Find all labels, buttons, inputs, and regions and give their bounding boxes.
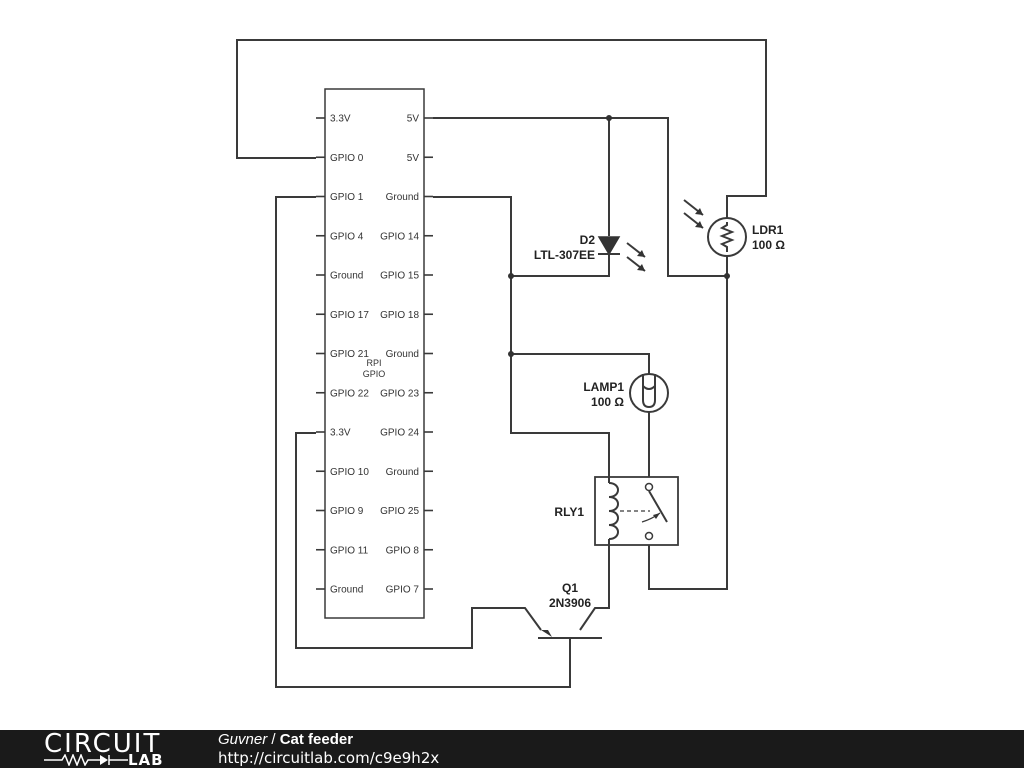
author-name[interactable]: Guvner (218, 731, 268, 748)
circuit-credit: Guvner / Cat feeder (218, 731, 353, 749)
wire-gpio0-loop (236, 39, 767, 218)
relay-rly1-symbol (594, 476, 679, 546)
q1-ref: Q1 (562, 581, 578, 595)
chip-left-pin-label: Ground (330, 271, 363, 282)
lamp-lamp1-symbol (629, 373, 669, 413)
chip-left-pin-label: GPIO 4 (330, 231, 364, 242)
ldr1-ref: LDR1 (752, 223, 784, 237)
circuitlab-logo[interactable]: CIRCUIT LAB (44, 730, 184, 768)
logo-text-circuit: CIRCUIT (44, 729, 162, 759)
chip-left-pin-label: GPIO 22 (330, 388, 369, 399)
chip-right-pin-label: GPIO 25 (380, 506, 419, 517)
transistor-q1-symbol (538, 630, 602, 639)
ldr1-value: 100 Ω (752, 238, 785, 252)
rly1-ref: RLY1 (554, 505, 584, 519)
led-d2-symbol (597, 236, 646, 272)
lamp1-ref: LAMP1 (583, 380, 624, 394)
ldr-ldr1-symbol (683, 199, 747, 257)
d2-ref: D2 (580, 233, 596, 247)
chip-right-pin-label: Ground (386, 192, 419, 203)
chip-right-pin-label: Ground (386, 349, 419, 360)
circuit-url[interactable]: http://circuitlab.com/c9e9h2x (218, 749, 440, 767)
lamp1-value: 100 Ω (591, 395, 624, 409)
d2-value: LTL-307EE (534, 248, 595, 262)
logo-text-lab: LAB (128, 751, 164, 769)
chip-right-pin-label: GPIO 14 (380, 231, 419, 242)
chip-right-pin-label: Ground (386, 467, 419, 478)
chip-left-pin-label: GPIO 9 (330, 506, 364, 517)
wire-ground-bus (433, 196, 610, 477)
chip-name: RPI (366, 358, 381, 368)
wire-led-cathode (511, 254, 610, 277)
footer-bar: CIRCUIT LAB Guvner / Cat feeder http://c… (0, 730, 1024, 768)
junction-dot (724, 273, 730, 279)
junction-dot (606, 115, 612, 121)
chip-left-pin-label: Ground (330, 585, 363, 596)
chip-right-pin-label: GPIO 15 (380, 271, 419, 282)
wire-3v3-to-q1 (295, 432, 542, 649)
chip-left-pin-label: 3.3V (330, 428, 351, 439)
q1-value: 2N3906 (549, 596, 591, 610)
junction-dot (508, 273, 514, 279)
credit-separator: / (267, 731, 280, 748)
chip-right-pin-label: GPIO 8 (386, 545, 420, 556)
wire-gpio1-to-base (275, 196, 571, 688)
chip-left-pin-label: GPIO 17 (330, 310, 369, 321)
wire-5v-rail (433, 117, 727, 277)
chip-right-pin-label: 5V (407, 153, 420, 164)
chip-left-pin-label: GPIO 21 (330, 349, 369, 360)
chip-right-pin-label: GPIO 7 (386, 585, 420, 596)
chip-left-pin-label: GPIO 10 (330, 467, 369, 478)
chip-left-pin-label: 3.3V (330, 114, 351, 125)
chip-left-pin-label: GPIO 1 (330, 192, 364, 203)
junction-dot (508, 351, 514, 357)
logo-resistor-diode-icon (44, 754, 128, 766)
rpi-chip-body (324, 88, 425, 619)
chip-right-pin-label: 5V (407, 114, 420, 125)
chip-left-pin-label: GPIO 11 (330, 545, 369, 556)
wire-lamp-feed (511, 353, 650, 374)
chip-left-pin-label: GPIO 0 (330, 153, 364, 164)
wire-ldr-to-relay (648, 256, 728, 590)
chip-right-pin-label: GPIO 24 (380, 428, 419, 439)
circuit-title[interactable]: Cat feeder (279, 731, 354, 748)
chip-right-pin-label: GPIO 18 (380, 310, 419, 321)
chip-right-pin-label: GPIO 23 (380, 388, 419, 399)
chip-subname: GPIO (363, 369, 386, 379)
wire-relay-to-q1 (579, 545, 610, 631)
